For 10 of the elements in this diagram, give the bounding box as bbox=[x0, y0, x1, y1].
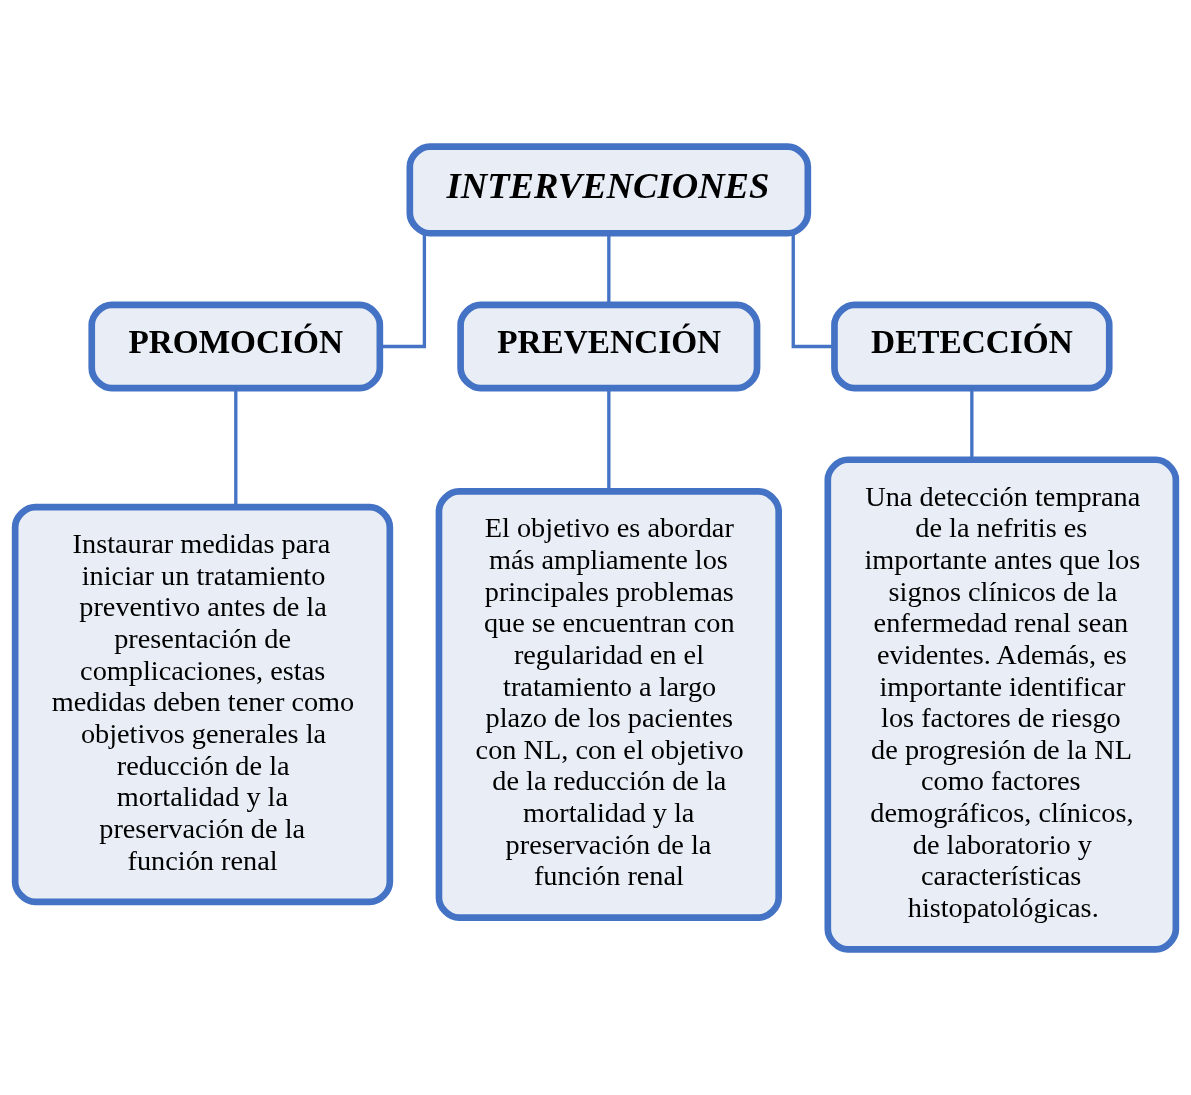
node-box: DETECCIÓN bbox=[831, 301, 1113, 391]
connector bbox=[791, 233, 835, 348]
node-box: El objetivo es abordar más ampliamente los principales problemas que se encuentran con regularidad en el tratamiento a largo plazo de los pacientes con NL, con el objetivo de la reducción de la mortalidad y la preservación de la función renal bbox=[435, 487, 782, 921]
connector bbox=[607, 233, 611, 305]
node-box: INTERVENCIONES bbox=[406, 142, 812, 237]
connector bbox=[380, 233, 427, 348]
node-box: Instaurar medidas para iniciar un tratamiento preventivo antes de la presentación de complicaciones, estas medidas deben tener como objetivos generales la reducción de la mortalidad y la preservación de la función renal bbox=[11, 503, 394, 905]
node-box: PREVENCIÓN bbox=[457, 301, 761, 391]
node-box: PROMOCIÓN bbox=[88, 301, 384, 391]
node-box: Una detección temprana de la nefritis es importante antes que los signos clínicos de la enfermedad renal sean evidentes. Además, es importante identificar los factores de riesgo de progresión de la NL como factores demográficos, clínicos, de laboratorio y características histopatológicas. bbox=[824, 455, 1180, 953]
